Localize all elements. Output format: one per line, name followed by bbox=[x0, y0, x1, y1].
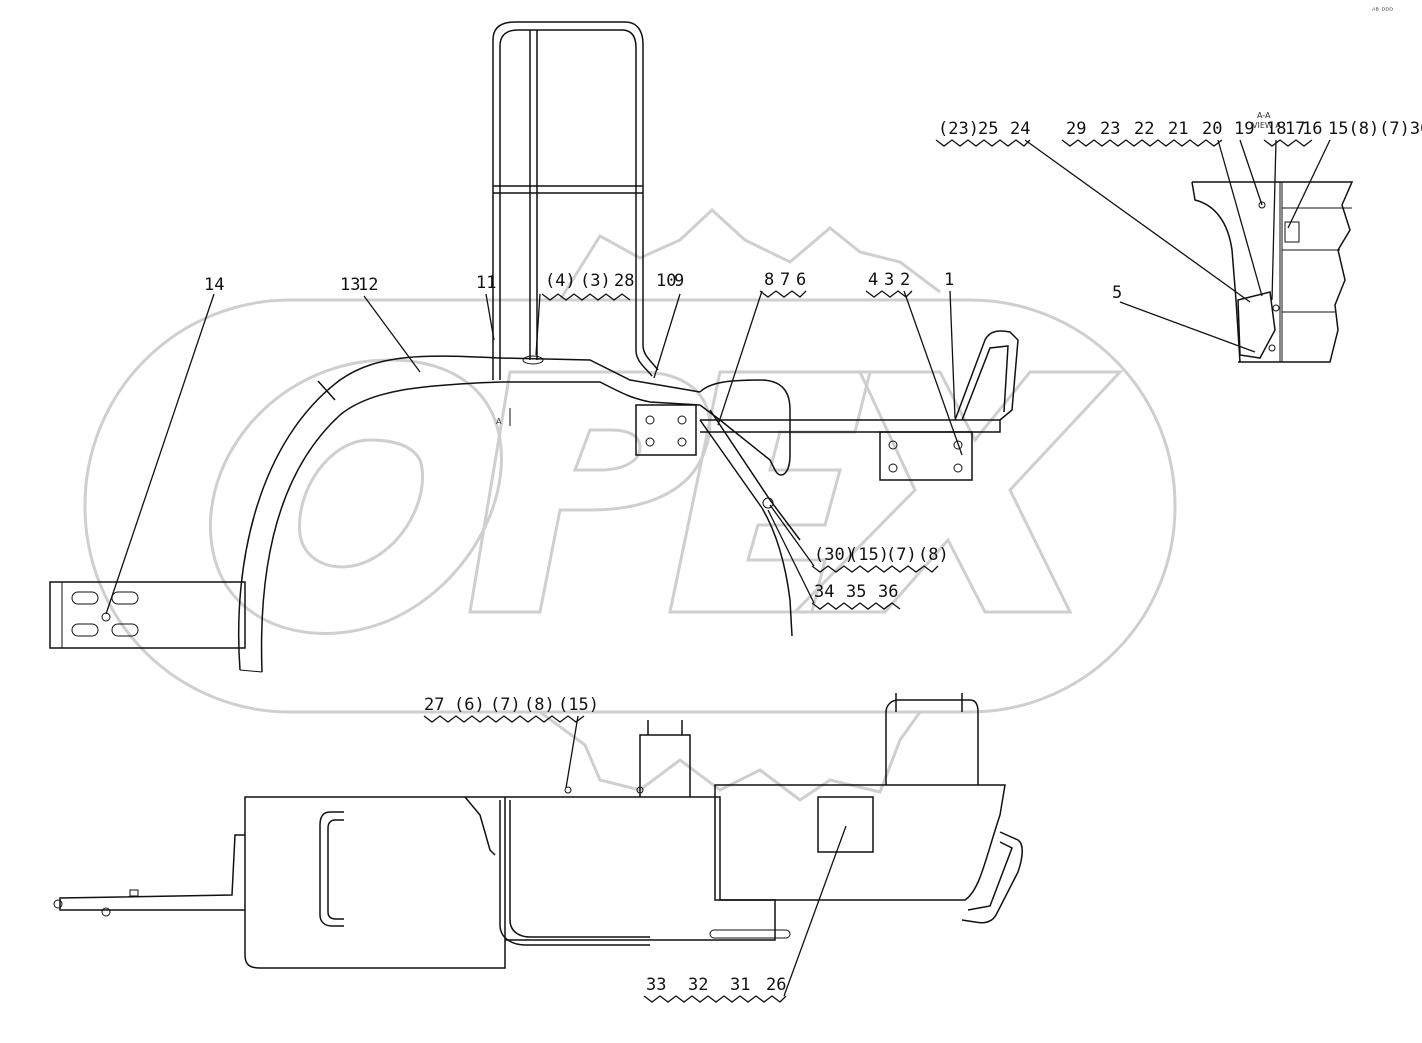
label-12: 12 bbox=[358, 275, 378, 295]
label-14: 14 bbox=[204, 275, 224, 295]
plan-leaders bbox=[423, 715, 847, 1003]
step-arm bbox=[699, 379, 791, 476]
label-8p: (8) bbox=[918, 545, 949, 565]
label-15p-plan: (15) bbox=[558, 695, 599, 715]
label-25: 25 bbox=[978, 119, 998, 139]
label-7p-plan: (7) bbox=[490, 695, 521, 715]
label-7: 7 bbox=[780, 270, 790, 290]
view-label-line2: VIEW A bbox=[1252, 121, 1281, 130]
ladder-handrail bbox=[492, 21, 644, 380]
detail-body-outline bbox=[1192, 181, 1354, 363]
side-leaders bbox=[105, 290, 963, 615]
label-35: 35 bbox=[846, 582, 866, 602]
label-23: 23 bbox=[1100, 119, 1120, 139]
label-33: 33 bbox=[646, 975, 666, 995]
label-6: 6 bbox=[796, 270, 806, 290]
plan-labels: 27 (6) (7) (8) (15) 33 32 31 26 bbox=[424, 695, 786, 995]
label-22: 22 bbox=[1134, 119, 1154, 139]
view-label-line1: A-A bbox=[1257, 111, 1271, 120]
label-7p: (7) bbox=[886, 545, 917, 565]
label-24: 24 bbox=[1010, 119, 1030, 139]
plan-body-mid bbox=[505, 796, 776, 941]
side-labels: 14 13 12 11 (4) (3) 28 10 9 8 7 6 4 3 2 … bbox=[204, 270, 954, 602]
label-4: 4 bbox=[868, 270, 878, 290]
label-2: 2 bbox=[900, 270, 910, 290]
label-30p: (30) bbox=[814, 545, 855, 565]
label-1: 1 bbox=[944, 270, 954, 290]
label-27: 27 bbox=[424, 695, 444, 715]
plan-step-handle bbox=[961, 831, 1023, 924]
label-6p: (6) bbox=[454, 695, 485, 715]
detail-bracket bbox=[1191, 181, 1241, 363]
mudguard-inner bbox=[260, 381, 701, 673]
support-strut bbox=[699, 409, 801, 541]
label-17: 17 bbox=[1285, 119, 1305, 139]
side-view: A bbox=[49, 21, 1019, 673]
label-18: 18 bbox=[1266, 119, 1286, 139]
label-31: 31 bbox=[730, 975, 750, 995]
label-36: 36 bbox=[878, 582, 898, 602]
plan-tow-bar bbox=[59, 834, 245, 911]
label-10: 10 bbox=[656, 271, 676, 291]
label-20: 20 bbox=[1202, 119, 1222, 139]
arrow-mark-a: A bbox=[496, 417, 502, 426]
label-19: 19 bbox=[1234, 119, 1254, 139]
plan-label-plate bbox=[817, 796, 874, 853]
watermark-text bbox=[209, 358, 1124, 635]
plan-bracket-1 bbox=[639, 734, 691, 797]
label-21: 21 bbox=[1168, 119, 1188, 139]
corner-mark: ᴬᴮ ᴰᴰᴰ bbox=[1372, 6, 1393, 15]
front-bracket-plate bbox=[879, 431, 973, 481]
plan-body-left bbox=[244, 796, 506, 969]
label-34: 34 bbox=[814, 582, 834, 602]
label-9: 9 bbox=[674, 271, 684, 291]
detail-leaders bbox=[935, 139, 1331, 353]
label-3: 3 bbox=[884, 270, 894, 290]
label-26: 26 bbox=[766, 975, 786, 995]
label-4p: (4) bbox=[545, 271, 576, 291]
plan-bracket-2 bbox=[885, 699, 979, 785]
detail-view-a: A-A VIEW A bbox=[1191, 111, 1354, 363]
mid-bracket-plate bbox=[635, 404, 697, 456]
label-13: 13 bbox=[340, 275, 360, 295]
label-5: 5 bbox=[1112, 283, 1122, 303]
plan-body-right bbox=[714, 784, 1006, 901]
label-23p: (23) bbox=[938, 119, 979, 139]
label-32: 32 bbox=[688, 975, 708, 995]
label-8p-plan: (8) bbox=[524, 695, 555, 715]
ladder-rung bbox=[493, 185, 643, 194]
mudguard-outer bbox=[237, 355, 701, 671]
plan-view bbox=[53, 693, 1023, 969]
plan-grab-handle-left bbox=[319, 811, 344, 927]
label-29: 29 bbox=[1066, 119, 1086, 139]
rear-bracket-plate bbox=[49, 581, 246, 649]
plan-pipe bbox=[509, 800, 650, 938]
label-15p: (15) bbox=[848, 545, 889, 565]
label-8: 8 bbox=[764, 270, 774, 290]
label-16: 16 bbox=[1302, 119, 1322, 139]
detail-labels: (23) 25 24 29 23 22 21 20 19 18 17 16 15… bbox=[938, 119, 1422, 303]
front-handle bbox=[954, 330, 1019, 421]
opex-watermark bbox=[83, 207, 1177, 802]
label-11: 11 bbox=[476, 273, 496, 293]
label-28: 28 bbox=[614, 271, 634, 291]
label-15-group: 15(8)(7)30 bbox=[1328, 119, 1422, 139]
label-3p: (3) bbox=[580, 271, 611, 291]
